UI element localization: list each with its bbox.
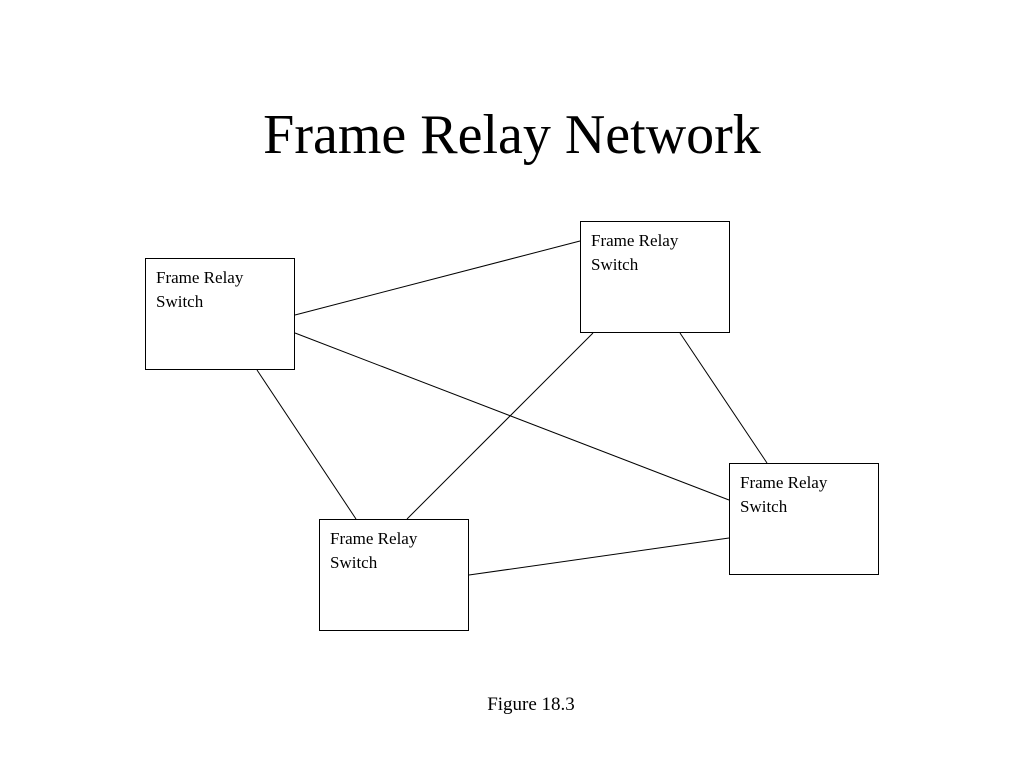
link-left-bottom [256, 369, 357, 520]
link-top-right [679, 332, 768, 464]
switch-label-line1: Frame Relay [330, 529, 418, 548]
switch-label-line2: Switch [740, 497, 788, 516]
frame-relay-switch-top: Frame Relay Switch [580, 221, 730, 333]
switch-label-line1: Frame Relay [156, 268, 244, 287]
switch-label-line2: Switch [591, 255, 639, 274]
frame-relay-switch-left: Frame Relay Switch [145, 258, 295, 370]
switch-label-line2: Switch [156, 292, 204, 311]
link-left-right [294, 332, 730, 501]
frame-relay-switch-bottom: Frame Relay Switch [319, 519, 469, 631]
link-bottom-right [468, 537, 730, 576]
page-title: Frame Relay Network [263, 104, 761, 166]
switch-label-line1: Frame Relay [740, 473, 828, 492]
figure-caption: Figure 18.3 [487, 694, 575, 715]
switch-label-line1: Frame Relay [591, 231, 679, 250]
link-left-top [294, 240, 581, 316]
switch-label-line2: Switch [330, 553, 378, 572]
link-top-bottom [406, 332, 594, 520]
frame-relay-switch-right: Frame Relay Switch [729, 463, 879, 575]
